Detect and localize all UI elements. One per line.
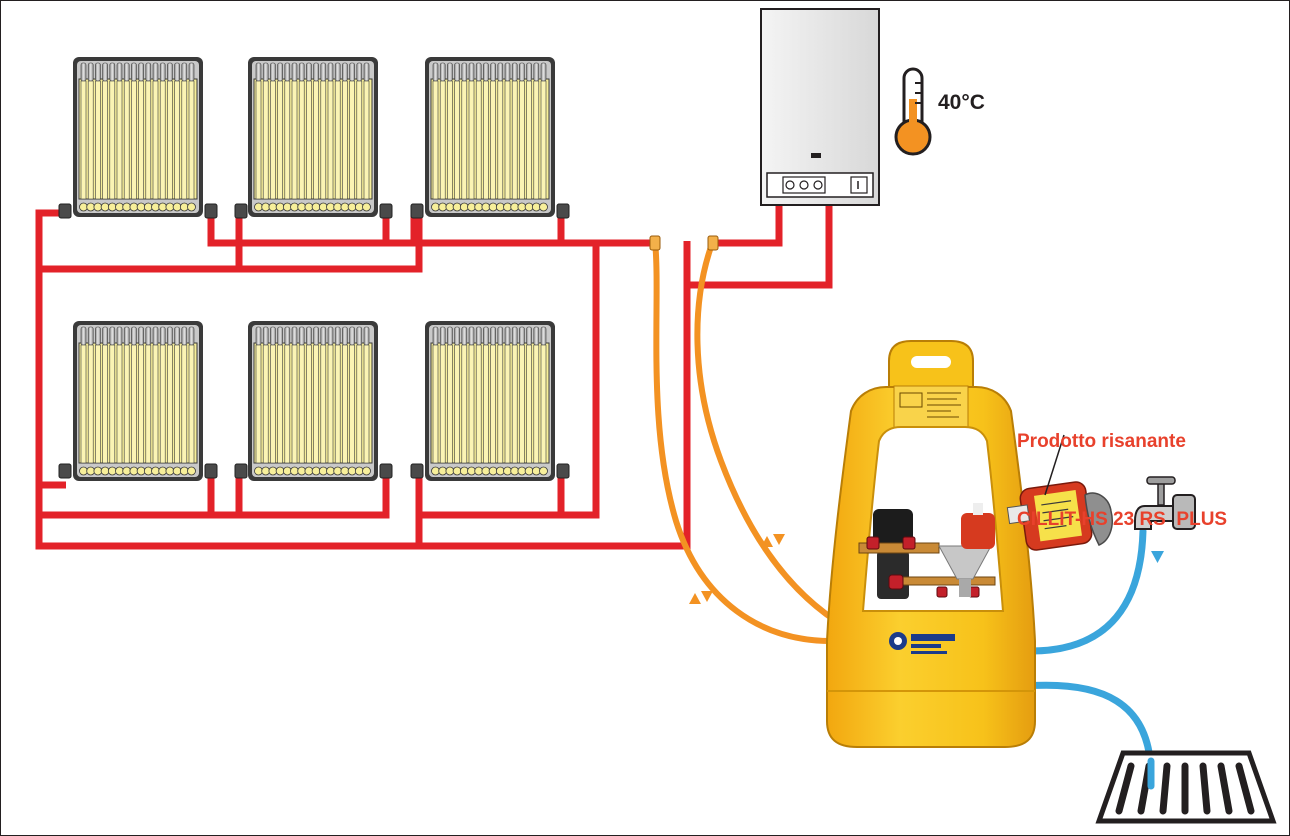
flow-arrow-icon bbox=[689, 534, 785, 604]
flushing-machine bbox=[826, 340, 1036, 748]
product-label: Prodotto risanante CILLIT-HS 23 RS PLUS bbox=[1017, 377, 1227, 585]
product-label-line2: CILLIT-HS 23 RS PLUS bbox=[1017, 509, 1228, 530]
label-leader-line bbox=[1044, 434, 1065, 496]
floor-drain-icon bbox=[1095, 750, 1277, 824]
water-tap-icon bbox=[1134, 476, 1196, 530]
water-flow-arrow-icon bbox=[1151, 551, 1164, 563]
chemical-bottle-icon bbox=[1006, 481, 1093, 551]
boiler-icon bbox=[760, 8, 880, 206]
thermometer-icon bbox=[894, 67, 932, 156]
radiator-fins bbox=[79, 62, 548, 476]
hand-icon bbox=[1084, 492, 1113, 546]
radiator-valves bbox=[58, 203, 570, 479]
temperature-label: 40°C bbox=[938, 91, 985, 114]
flush-hoses bbox=[652, 238, 839, 644]
product-label-line1: Prodotto risanante bbox=[1017, 431, 1186, 452]
hose-couplings bbox=[649, 235, 719, 251]
